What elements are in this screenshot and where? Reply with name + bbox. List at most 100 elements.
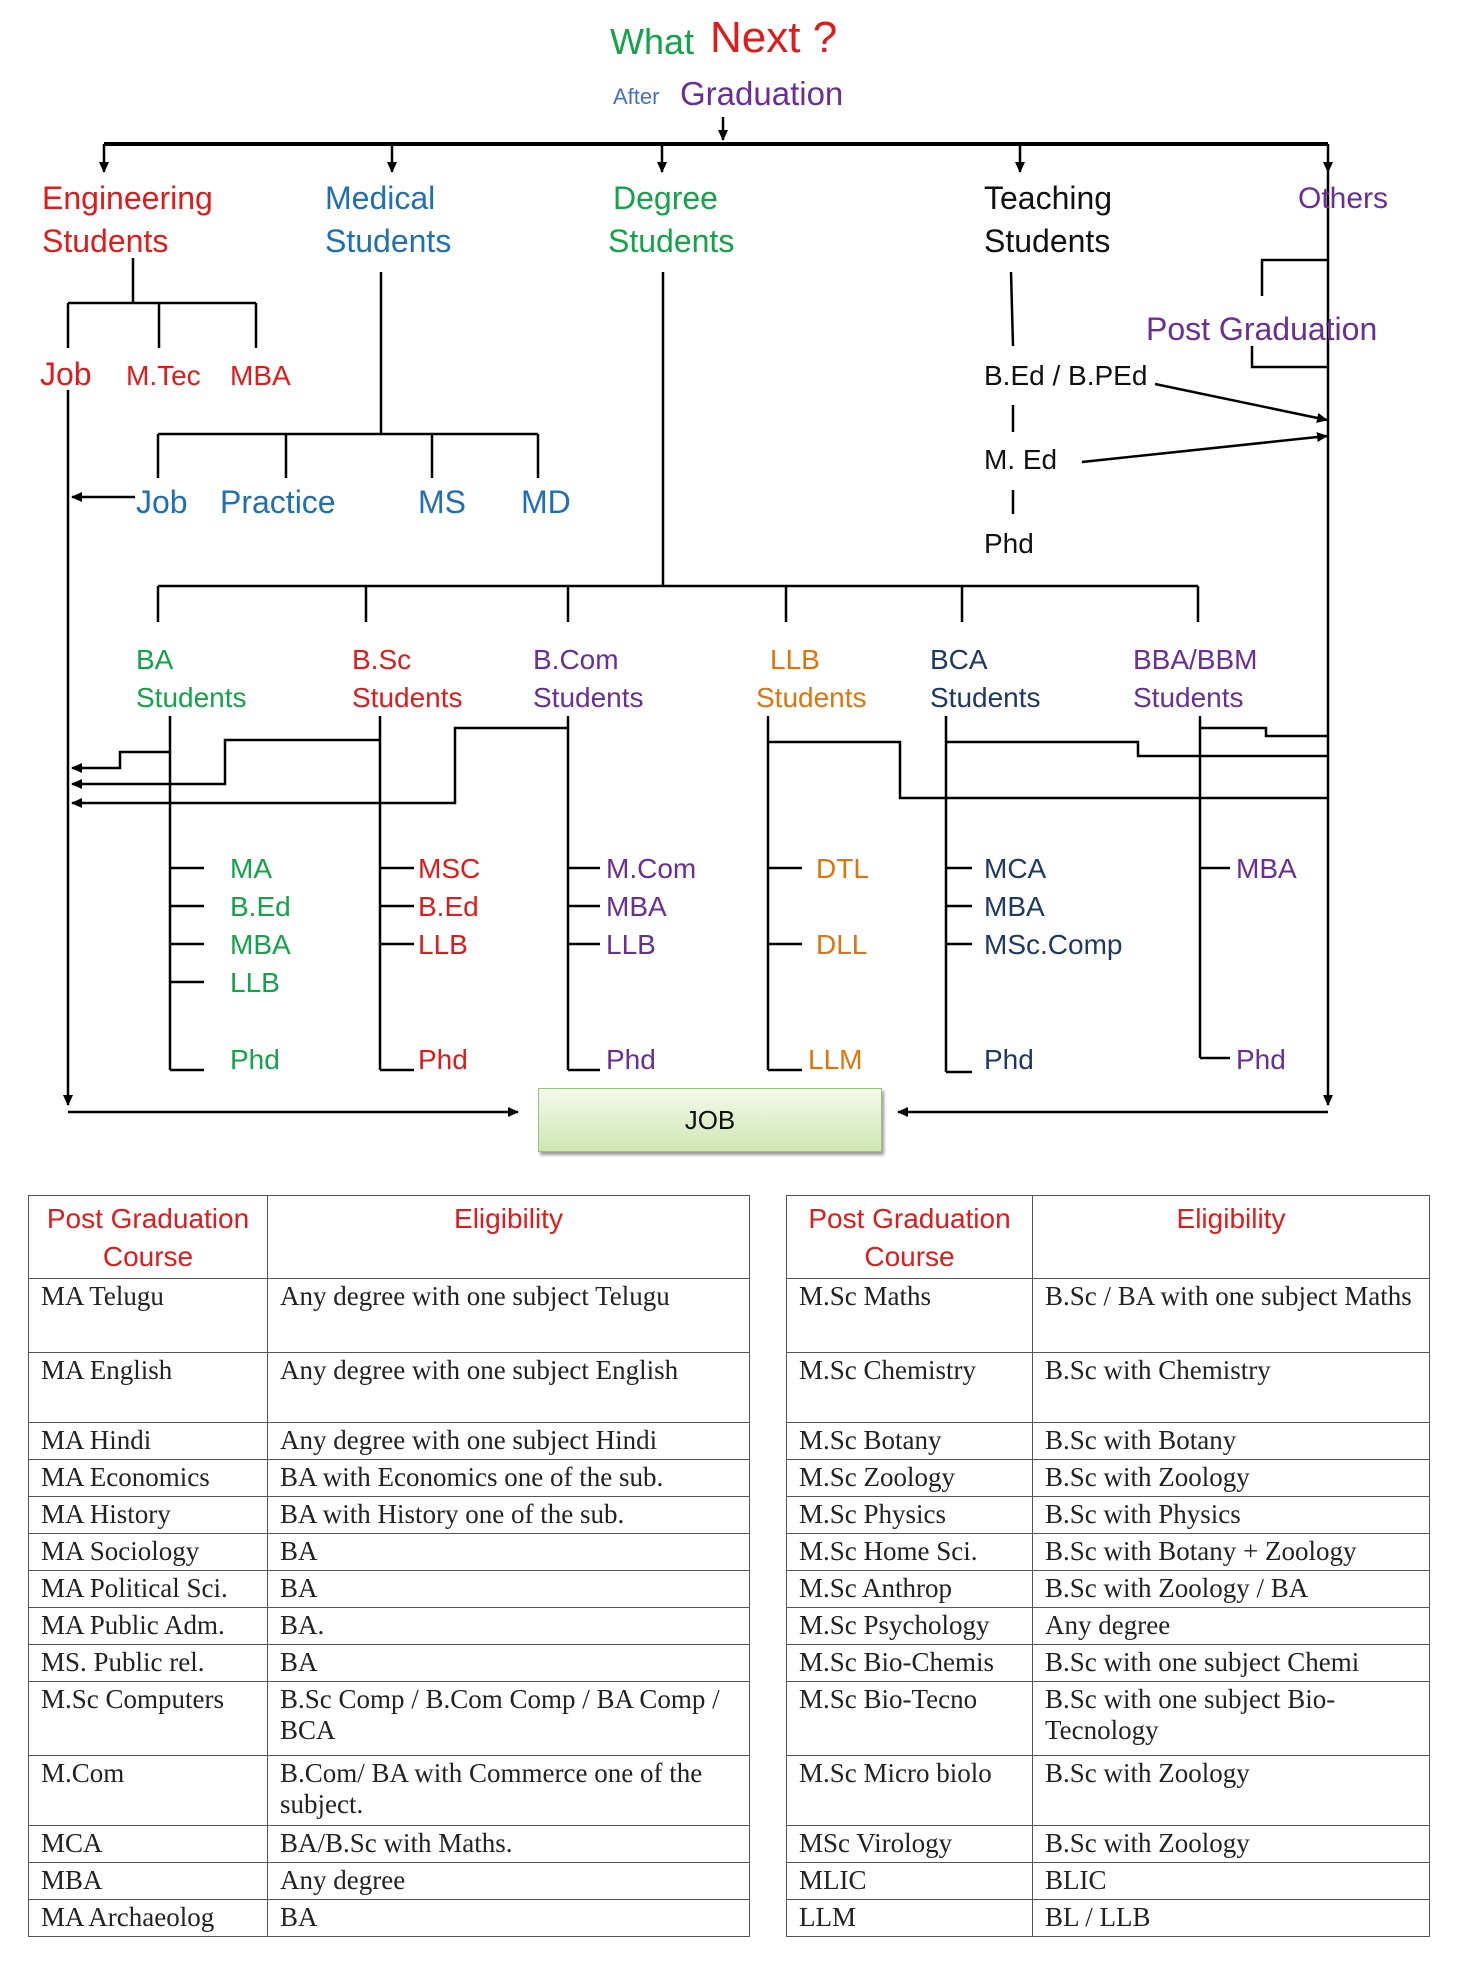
course-cell: M.Sc Chemistry (786, 1352, 1033, 1423)
stream-degree-name: Degree (613, 180, 718, 216)
eligibility-cell: BL / LLB (1032, 1899, 1430, 1937)
teaching-option-bed: B.Ed / B.PEd (984, 360, 1148, 391)
medical-option-practice: Practice (220, 484, 336, 520)
table-header-row: Post Graduation Course Eligibility (786, 1195, 1430, 1279)
medical-option-ms: MS (418, 484, 466, 520)
pg-eligibility-table-left: Post Graduation Course Eligibility MA Te… (28, 1195, 750, 1937)
stream-engineering: Engineering Students (42, 177, 213, 263)
eligibility-cell: BA with History one of the sub. (267, 1496, 750, 1534)
branch-ba-name: BA (136, 644, 174, 675)
job-box: JOB (538, 1088, 882, 1152)
teaching-option-phd: Phd (984, 528, 1034, 559)
others-post-graduation: Post Graduation (1146, 311, 1378, 347)
branch-bba-sub: Students (1133, 682, 1244, 713)
bca-course-mca: MCA (984, 853, 1047, 884)
eligibility-cell: BA/B.Sc with Maths. (267, 1825, 750, 1863)
header-course: Post Graduation Course (786, 1195, 1033, 1279)
branch-ba: BA Students (136, 641, 247, 717)
engineering-option-job: Job (40, 356, 92, 392)
course-cell: MSc Virology (786, 1825, 1033, 1863)
bsc-course-msc: MSC (418, 853, 481, 884)
llb-course-llm: LLM (808, 1044, 863, 1075)
branch-llb-name: LLB (770, 644, 820, 675)
bcom-course-mba: MBA (606, 891, 667, 922)
branch-bca-name: BCA (930, 644, 988, 675)
eligibility-cell: Any degree with one subject English (267, 1352, 750, 1423)
stream-teaching-sub: Students (984, 223, 1111, 259)
branch-bca-sub: Students (930, 682, 1041, 713)
branch-llb: LLB Students (756, 641, 867, 717)
llb-course-dtl: DTL (816, 853, 869, 884)
bcom-course-mcom: M.Com (606, 853, 697, 884)
ba-course-phd: Phd (230, 1044, 280, 1075)
course-cell: M.Sc Anthrop (786, 1570, 1033, 1608)
teaching-option-med: M. Ed (984, 444, 1058, 475)
bsc-course-phd: Phd (418, 1044, 468, 1075)
eligibility-cell: Any degree with one subject Telugu (267, 1278, 750, 1353)
course-cell: MA English (28, 1352, 268, 1423)
course-cell: MLIC (786, 1862, 1033, 1900)
course-cell: M.Sc Botany (786, 1422, 1033, 1460)
eligibility-cell: B.Sc with Botany + Zoology (1032, 1533, 1430, 1571)
title-next: Next ? (710, 13, 838, 62)
course-cell: M.Sc Bio-Chemis (786, 1644, 1033, 1682)
course-cell: M.Com (28, 1755, 268, 1826)
medical-option-job: Job (136, 484, 188, 520)
branch-ba-sub: Students (136, 682, 247, 713)
stream-engineering-sub: Students (42, 223, 169, 259)
course-cell: MA Public Adm. (28, 1607, 268, 1645)
branch-bba-name: BBA/BBM (1133, 644, 1258, 675)
table-row: MA Public Adm.BA. (28, 1607, 750, 1645)
stream-others: Others (1298, 182, 1389, 215)
table-header-row: Post Graduation Course Eligibility (28, 1195, 750, 1279)
bba-course-phd: Phd (1236, 1044, 1286, 1075)
eligibility-cell: B.Sc with Physics (1032, 1496, 1430, 1534)
ba-course-bed: B.Ed (230, 891, 291, 922)
bsc-course-bed: B.Ed (418, 891, 479, 922)
eligibility-cell: B.Sc with one subject Bio-Tecnology (1032, 1681, 1430, 1756)
course-cell: M.Sc Psychology (786, 1607, 1033, 1645)
ba-course-llb: LLB (230, 967, 280, 998)
header-eligibility: Eligibility (1032, 1195, 1430, 1279)
title-what: What (610, 21, 695, 62)
header-course: Post Graduation Course (28, 1195, 268, 1279)
course-cell: M.Sc Micro biolo (786, 1755, 1033, 1826)
stream-engineering-name: Engineering (42, 180, 213, 216)
career-flowchart: What Next ? After Graduation Engineering… (40, 13, 1389, 1152)
llb-course-dll: DLL (816, 929, 868, 960)
stream-medical-sub: Students (325, 223, 452, 259)
eligibility-cell: Any degree with one subject Hindi (267, 1422, 750, 1460)
branch-bsc: B.Sc Students (352, 641, 463, 717)
eligibility-cell: BA (267, 1533, 750, 1571)
course-cell: MBA (28, 1862, 268, 1900)
bca-course-msccomp: MSc.Comp (984, 929, 1123, 960)
title-graduation: Graduation (680, 75, 844, 112)
eligibility-cell: BA (267, 1644, 750, 1682)
stream-medical: Medical Students (325, 177, 451, 263)
stream-teaching-name: Teaching (984, 180, 1113, 216)
eligibility-cell: B.Sc with Zoology / BA (1032, 1570, 1430, 1608)
table-row: M.Sc Home Sci.B.Sc with Botany + Zoology (786, 1533, 1430, 1571)
eligibility-cell: Any degree (267, 1862, 750, 1900)
course-cell: MA Archaeolog (28, 1899, 268, 1937)
ba-course-mba: MBA (230, 929, 291, 960)
course-cell: MCA (28, 1825, 268, 1863)
